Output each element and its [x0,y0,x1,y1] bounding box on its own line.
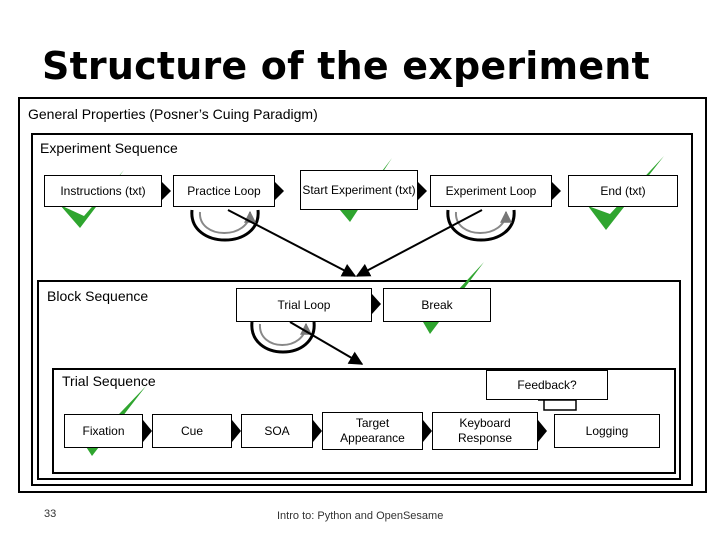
experiment-sequence-label: Experiment Sequence [40,140,178,156]
block-sequence-label: Block Sequence [47,288,149,304]
general-properties-label: General Properties (Posner’s Cuing Parad… [28,106,318,122]
cue-box: Cue [152,414,232,448]
trial-loop-box: Trial Loop [236,288,372,322]
experiment-sequence-frame [31,133,693,486]
slide-title: Structure of the experiment [42,44,650,88]
general-properties-frame [18,97,707,493]
feedback-box: Feedback? [486,370,608,400]
target-appearance-box: Target Appearance [322,412,423,450]
page-number: 33 [44,508,57,520]
instructions-box: Instructions (txt) [44,175,162,207]
trial-sequence-label: Trial Sequence [62,373,156,389]
practice-loop-box: Practice Loop [173,175,275,207]
logging-box: Logging [554,414,660,448]
experiment-loop-box: Experiment Loop [430,175,552,207]
soa-box: SOA [241,414,313,448]
trial-sequence-frame [52,368,676,474]
footer-text: Intro to: Python and OpenSesame [277,510,444,522]
fixation-box: Fixation [64,414,143,448]
end-box: End (txt) [568,175,678,207]
block-sequence-frame [37,280,681,480]
start-experiment-box: Start Experiment (txt) [300,170,418,210]
break-box: Break [383,288,491,322]
keyboard-response-box: Keyboard Response [432,412,538,450]
